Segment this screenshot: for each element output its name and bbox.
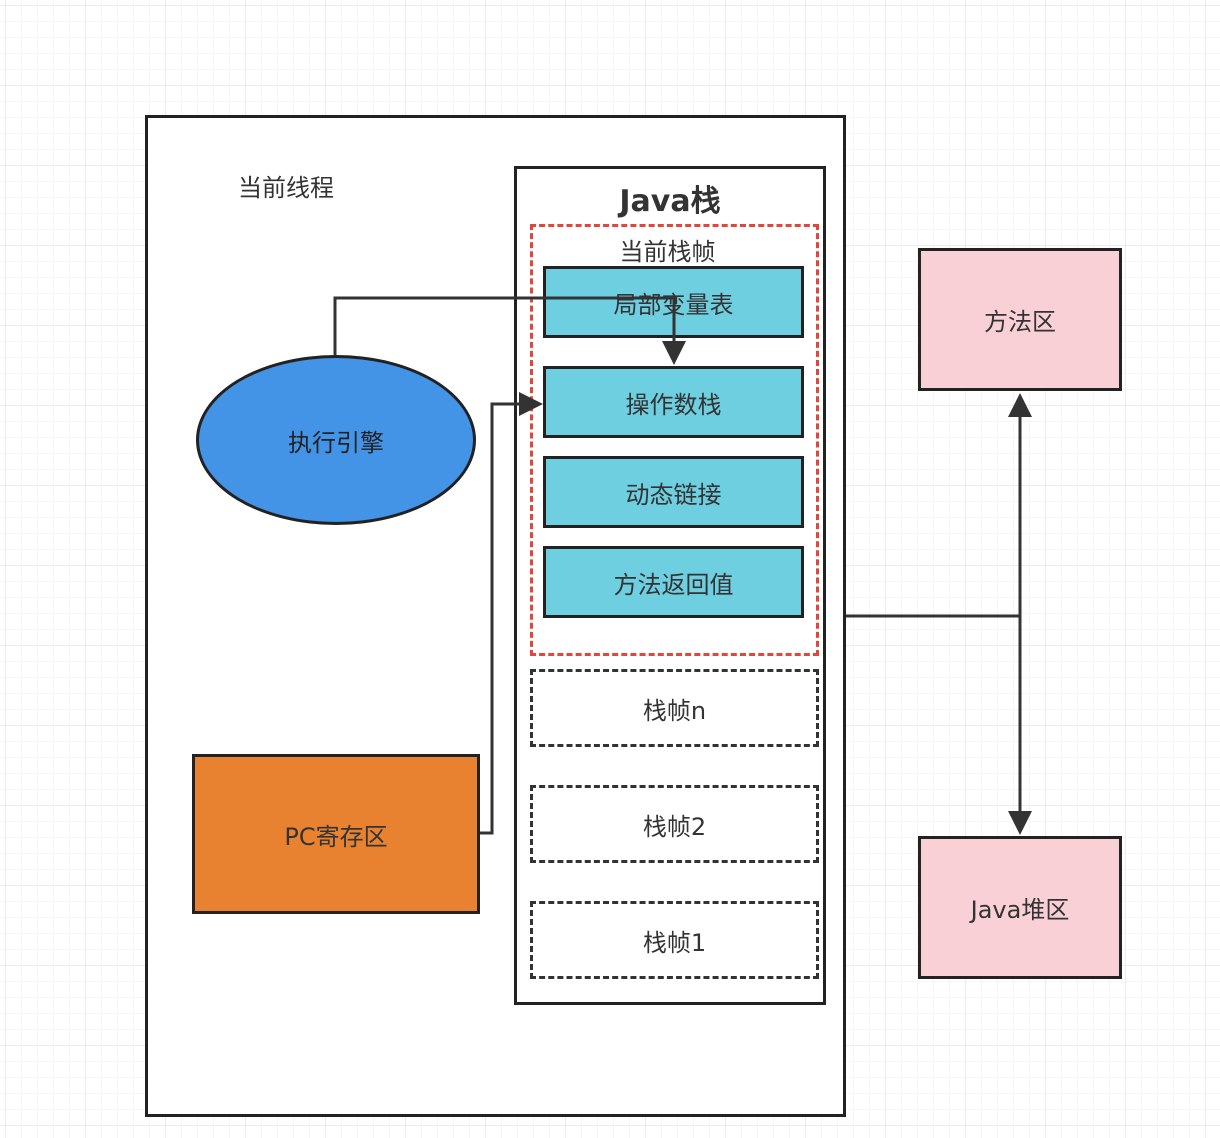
- pc-register: PC寄存区: [192, 754, 480, 914]
- stack-frame-n: 栈帧n: [530, 669, 819, 747]
- dynamic-linking: 动态链接: [543, 456, 804, 528]
- current-stack-frame-label: 当前栈帧: [619, 238, 716, 266]
- current-thread-label: 当前线程: [238, 174, 334, 202]
- java-heap: Java堆区: [918, 836, 1122, 979]
- method-return-value: 方法返回值: [543, 546, 804, 618]
- java-stack-title: Java栈: [619, 184, 721, 219]
- engine-to-operand-stack-arrow: [333, 296, 686, 365]
- stack-frame-1: 栈帧1: [530, 901, 819, 979]
- method-area: 方法区: [918, 248, 1122, 391]
- stack-frame-2: 栈帧2: [530, 785, 819, 863]
- pc-register-to-operand-stack-arrow: [480, 392, 543, 835]
- current-stack-frame: [530, 224, 819, 656]
- execution-engine: 执行引擎: [196, 355, 476, 525]
- operand-stack: 操作数栈: [543, 366, 804, 438]
